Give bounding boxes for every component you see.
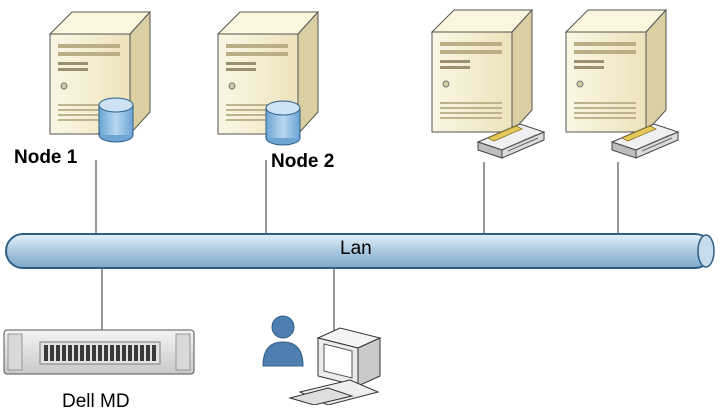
workstation-icon <box>288 327 382 405</box>
storage-array-icon <box>3 329 195 375</box>
user-icon <box>262 315 304 367</box>
lan-label: Lan <box>340 238 372 259</box>
server3-server-icon <box>431 9 533 133</box>
node1-label: Node 1 <box>14 147 78 168</box>
storage-label: Dell MD <box>62 391 130 412</box>
server4-server-icon <box>565 9 667 133</box>
node1-database-icon <box>98 97 134 143</box>
lan-pipe <box>5 233 715 269</box>
node2-label: Node 2 <box>271 151 335 172</box>
node2-database-icon <box>265 100 301 146</box>
